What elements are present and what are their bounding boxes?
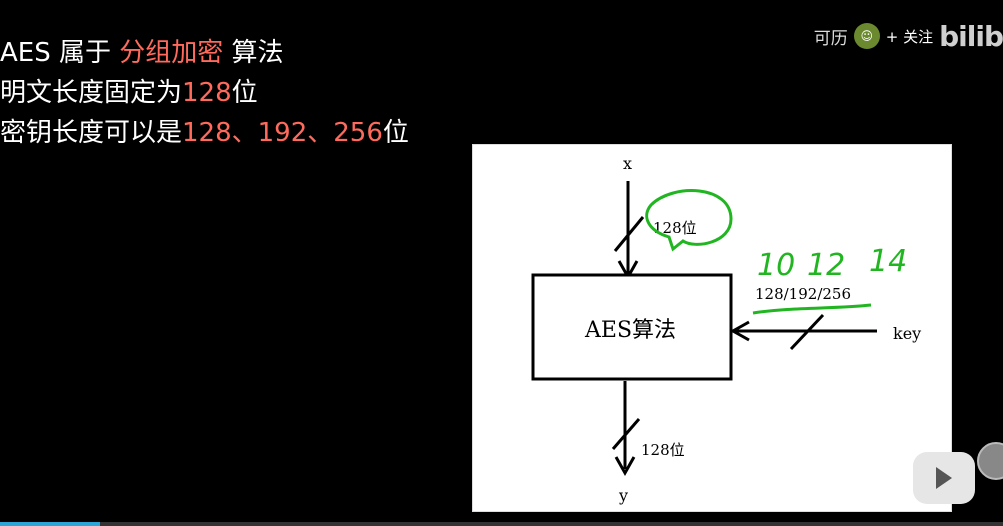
output-slash <box>611 418 641 450</box>
key-label: key <box>893 324 921 343</box>
handwritten-round-10: 10 <box>757 248 795 283</box>
input-slash <box>613 216 645 252</box>
key-sizes-label: 128/192/256 <box>755 285 851 303</box>
slide-line-1: AES 属于 分组加密 算法 <box>0 38 284 68</box>
aes-diagram: x 128位 AES算法 key 128/192/256 10 12 14 12… <box>472 144 952 512</box>
avatar-icon[interactable]: ☺ <box>853 23 880 49</box>
output-width-label: 128位 <box>641 441 685 459</box>
handwritten-round-12: 12 <box>807 248 845 283</box>
play-icon <box>936 467 952 489</box>
follow-button[interactable]: + 关注 <box>885 27 934 46</box>
key-slash <box>789 313 825 351</box>
slide-line-2: 明文长度固定为128位 <box>0 78 258 108</box>
input-width-label: 128位 <box>653 219 697 237</box>
key-arrowhead <box>729 320 750 342</box>
handwritten-circle <box>645 189 733 252</box>
aes-diagram-svg: x 128位 AES算法 key 128/192/256 10 12 14 12… <box>531 154 921 505</box>
highlight-plaintext-bits: 128 <box>182 78 232 108</box>
highlight-block-cipher: 分组加密 <box>119 38 224 68</box>
handwritten-round-14: 14 <box>869 244 907 279</box>
progress-bar[interactable] <box>0 522 1003 526</box>
bilibili-tv-icon[interactable] <box>913 452 975 504</box>
input-label: x <box>623 154 632 173</box>
output-arrowhead <box>614 456 636 477</box>
slide-line-3: 密钥长度可以是128、192、256位 <box>0 118 409 148</box>
uploader-bar: 可历 ☺ + 关注 bilib <box>814 18 1003 54</box>
bilibili-logo: bilib <box>939 19 1003 53</box>
output-label: y <box>618 486 628 505</box>
side-handle-icon[interactable] <box>977 442 1003 480</box>
highlight-key-sizes: 128、192、256 <box>182 118 383 148</box>
handwritten-underline <box>752 303 872 315</box>
aes-box <box>531 273 733 381</box>
progress-fill <box>0 522 101 526</box>
box-label: AES算法 <box>584 318 676 343</box>
uploader-name: 可历 <box>813 28 848 49</box>
